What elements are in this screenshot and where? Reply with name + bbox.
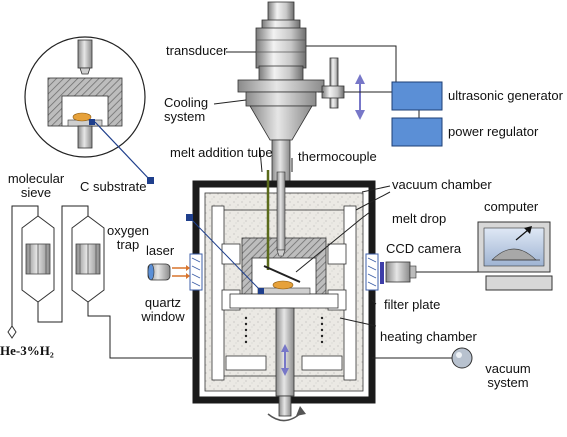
c-substrate bbox=[258, 288, 264, 294]
quartz-window-left bbox=[189, 253, 203, 291]
ultrasonic-generator-box bbox=[391, 81, 443, 111]
label-heating-chamber: heating chamber bbox=[380, 329, 477, 344]
label-cooling-system: Cooling system bbox=[164, 95, 209, 124]
filter-plate bbox=[380, 262, 384, 284]
melt-drop bbox=[272, 280, 294, 290]
label-oxygen-trap: oxygen trap bbox=[107, 223, 149, 252]
rod-vertical-arrow bbox=[281, 344, 289, 376]
label-leaders bbox=[295, 191, 391, 327]
computer bbox=[477, 221, 553, 291]
label-filter-plate: filter plate bbox=[384, 297, 441, 312]
c-substrate-leader bbox=[94, 121, 151, 181]
rotation-arrow-icon bbox=[267, 406, 306, 422]
vacuum-chamber-leader bbox=[361, 185, 391, 193]
label-melt-addition-tube: melt addition tube bbox=[170, 145, 273, 160]
label-vacuum-system: vacuum system bbox=[485, 361, 531, 390]
c-substrate-marker bbox=[147, 177, 154, 184]
c-substrate-inner-leader bbox=[189, 217, 261, 291]
gas-inlet-valve-icon bbox=[7, 325, 17, 339]
vertical-adjust-arrow bbox=[355, 74, 365, 120]
vacuum-pump-icon bbox=[451, 347, 473, 369]
quartz-window-right bbox=[365, 253, 379, 291]
ccd-camera bbox=[385, 261, 478, 283]
label-laser: laser bbox=[146, 243, 175, 258]
label-molecular-sieve: molecular sieve bbox=[7, 171, 65, 200]
substrate-zoom-inset bbox=[24, 36, 146, 158]
label-c-substrate: C substrate bbox=[80, 179, 147, 194]
label-ultrasonic-generator: ultrasonic generator bbox=[448, 88, 563, 103]
label-melt-drop: melt drop bbox=[392, 211, 447, 226]
label-thermocouple: thermocouple bbox=[298, 149, 377, 164]
melt-addition-tube bbox=[276, 171, 286, 257]
oxygen-trap bbox=[71, 215, 105, 303]
vacuum-line bbox=[372, 347, 473, 369]
molecular-sieve bbox=[21, 215, 55, 303]
melt-addition-leader bbox=[259, 149, 263, 173]
laser-beam bbox=[172, 265, 190, 279]
cooling-leader bbox=[213, 99, 247, 105]
label-quartz-window: quartz window bbox=[141, 295, 185, 324]
label-ccd-camera: CCD camera bbox=[386, 241, 462, 256]
label-power-regulator: power regulator bbox=[448, 124, 539, 139]
generator-cables bbox=[306, 45, 420, 118]
transducer bbox=[255, 1, 307, 81]
label-computer: computer bbox=[484, 199, 539, 214]
tilted-substrate bbox=[263, 265, 301, 283]
laser bbox=[147, 263, 171, 281]
label-vacuum-chamber: vacuum chamber bbox=[392, 177, 492, 192]
label-transducer: transducer bbox=[166, 43, 228, 58]
power-regulator-box bbox=[391, 117, 443, 147]
gas-lines bbox=[11, 205, 192, 359]
label-gas-mixture: He-3%H₂ bbox=[0, 343, 54, 358]
c-substrate-inner-marker bbox=[186, 214, 193, 221]
